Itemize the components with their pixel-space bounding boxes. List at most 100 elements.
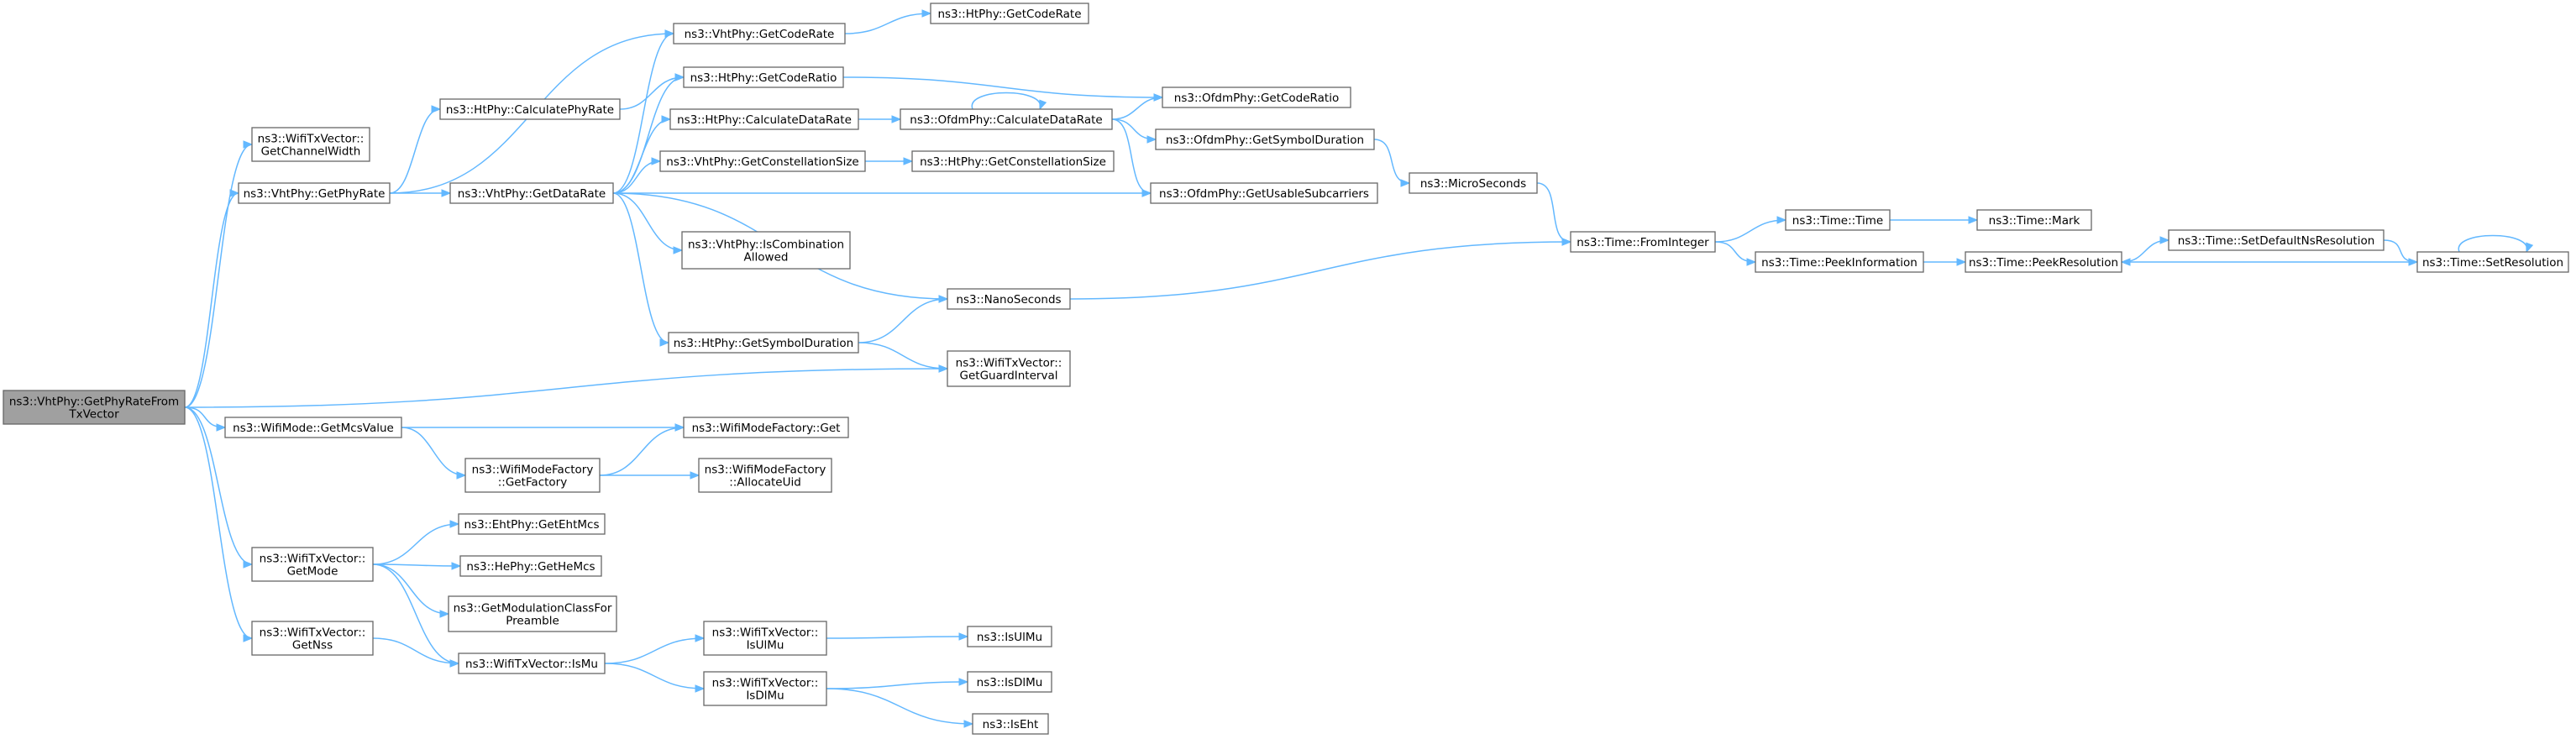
node-time-mark[interactable]: ns3::Time::Mark bbox=[1976, 209, 2092, 231]
node-time-set-default-ns-resolution[interactable]: ns3::Time::SetDefaultNsResolution bbox=[2168, 229, 2385, 251]
edge-arrowhead bbox=[695, 684, 706, 693]
edge-vht-get-data-rate-to-vht-get-code-rate bbox=[612, 29, 675, 194]
node-wifi-mode-factory-get-factory[interactable]: ns3::WifiModeFactory::GetFactory bbox=[464, 458, 601, 493]
edge-is-ul-mu-vec-to-is-ul-mu bbox=[826, 632, 969, 641]
edge-wifi-mode-factory-get-factory-to-wifi-mode-factory-get bbox=[599, 423, 685, 476]
edge-arrowhead bbox=[664, 29, 675, 38]
node-ofdm-get-symbol-duration[interactable]: ns3::OfdmPhy::GetSymbolDuration bbox=[1155, 128, 1375, 150]
node-ofdm-get-usable-subcarriers[interactable]: ns3::OfdmPhy::GetUsableSubcarriers bbox=[1150, 182, 1378, 204]
node-time-from-integer[interactable]: ns3::Time::FromInteger bbox=[1570, 231, 1716, 253]
edge-wifi-mode-factory-get-factory-to-wifi-mode-factory-allocate-uid bbox=[599, 471, 700, 480]
node-label: ns3::WifiTxVector:: bbox=[260, 553, 366, 566]
edge-is-dl-mu-vec-to-is-eht bbox=[826, 688, 974, 728]
node-label: ns3::Time::FromInteger bbox=[1577, 236, 1709, 249]
node-get-channel-width[interactable]: ns3::WifiTxVector::GetChannelWidth bbox=[251, 127, 370, 162]
edge-line bbox=[858, 298, 948, 343]
node-time-time[interactable]: ns3::Time::Time bbox=[1785, 209, 1891, 231]
node-box bbox=[439, 98, 621, 120]
node-label: ns3::Time::PeekResolution bbox=[1969, 256, 2118, 270]
node-get-mcs-value[interactable]: ns3::WifiMode::GetMcsValue bbox=[224, 417, 402, 438]
node-time-peek-information[interactable]: ns3::Time::PeekInformation bbox=[1755, 251, 1924, 273]
node-label: ns3::GetModulationClassFor bbox=[454, 602, 612, 616]
node-wifi-mode-factory-allocate-uid[interactable]: ns3::WifiModeFactory::AllocateUid bbox=[698, 458, 832, 493]
node-he-get-he-mcs[interactable]: ns3::HePhy::GetHeMcs bbox=[459, 555, 602, 577]
node-box bbox=[659, 150, 866, 172]
node-is-dl-mu-vec[interactable]: ns3::WifiTxVector::IsDlMu bbox=[703, 671, 827, 706]
edge-get-mode-to-eht-get-eht-mcs bbox=[372, 520, 460, 565]
node-ht-get-symbol-duration[interactable]: ns3::HtPhy::GetSymbolDuration bbox=[668, 332, 859, 354]
node-label: ns3::VhtPhy::GetConstellationSize bbox=[666, 155, 858, 169]
edge-line bbox=[612, 76, 685, 194]
node-ht-get-constellation-size[interactable]: ns3::HtPhy::GetConstellationSize bbox=[911, 150, 1115, 172]
edge-arrowhead bbox=[659, 338, 670, 347]
edge-root-to-get-phy-rate bbox=[184, 189, 240, 408]
edge-ht-calc-data-rate-to-ofdm-calc-data-rate bbox=[858, 115, 902, 123]
node-label: ns3::HePhy::GetHeMcs bbox=[466, 560, 595, 574]
node-label: ns3::WifiTxVector:: bbox=[258, 133, 365, 146]
edge-arrowhead bbox=[651, 157, 662, 165]
node-eht-get-eht-mcs[interactable]: ns3::EhtPhy::GetEhtMcs bbox=[458, 513, 606, 535]
node-is-ul-mu[interactable]: ns3::IsUlMu bbox=[967, 626, 1052, 647]
node-ofdm-calc-data-rate[interactable]: ns3::OfdmPhy::CalculateDataRate bbox=[900, 108, 1113, 130]
edge-line bbox=[612, 160, 661, 194]
node-label: Allowed bbox=[744, 251, 789, 265]
node-label: ns3::WifiModeFactory bbox=[472, 464, 594, 477]
node-ht-get-code-ratio[interactable]: ns3::HtPhy::GetCodeRatio bbox=[683, 66, 844, 88]
node-label: ns3::HtPhy::CalculateDataRate bbox=[677, 113, 852, 127]
node-label: ns3::HtPhy::CalculatePhyRate bbox=[446, 103, 614, 117]
edge-vht-get-data-rate-to-ht-get-symbol-duration bbox=[612, 192, 670, 347]
node-ht-calc-phy-rate[interactable]: ns3::HtPhy::CalculatePhyRate bbox=[439, 98, 621, 120]
node-box bbox=[448, 595, 617, 632]
node-ht-calc-data-rate[interactable]: ns3::HtPhy::CalculateDataRate bbox=[669, 108, 859, 130]
node-get-mode[interactable]: ns3::WifiTxVector::GetMode bbox=[251, 547, 374, 582]
node-ht-get-code-rate[interactable]: ns3::HtPhy::GetCodeRate bbox=[930, 3, 1089, 24]
node-box bbox=[683, 417, 849, 438]
edge-time-set-resolution-to-time-peek-resolution bbox=[2120, 258, 2417, 266]
node-wifi-mode-factory-get[interactable]: ns3::WifiModeFactory::Get bbox=[683, 417, 849, 438]
node-label: ns3::Time::SetDefaultNsResolution bbox=[2178, 234, 2375, 248]
node-box bbox=[947, 350, 1071, 387]
edge-arrowhead bbox=[921, 9, 932, 18]
node-label: ns3::HtPhy::GetConstellationSize bbox=[920, 155, 1106, 169]
node-get-nss[interactable]: ns3::WifiTxVector::GetNss bbox=[251, 621, 374, 656]
node-get-phy-rate[interactable]: ns3::VhtPhy::GetPhyRate bbox=[238, 182, 391, 204]
node-ofdm-get-code-ratio[interactable]: ns3::OfdmPhy::GetCodeRatio bbox=[1162, 86, 1351, 108]
edge-line bbox=[599, 427, 685, 476]
edge-line bbox=[184, 192, 239, 408]
edge-line bbox=[2121, 239, 2169, 263]
node-box bbox=[459, 555, 602, 577]
node-label: ns3::WifiTxVector:: bbox=[956, 357, 1062, 370]
node-is-dl-mu[interactable]: ns3::IsDlMu bbox=[967, 671, 1052, 693]
node-label: ns3::HtPhy::GetCodeRate bbox=[937, 8, 1081, 21]
edge-line bbox=[401, 427, 466, 476]
node-label: ns3::MicroSeconds bbox=[1420, 177, 1526, 191]
edge-arrowhead bbox=[958, 632, 969, 641]
node-vht-get-constellation-size[interactable]: ns3::VhtPhy::GetConstellationSize bbox=[659, 150, 866, 172]
node-box bbox=[224, 417, 402, 438]
node-box bbox=[698, 458, 832, 493]
edge-get-phy-rate-to-vht-get-data-rate bbox=[389, 189, 452, 197]
node-box bbox=[668, 332, 859, 354]
node-micro-seconds[interactable]: ns3::MicroSeconds bbox=[1409, 172, 1538, 194]
node-is-ul-mu-vec[interactable]: ns3::WifiTxVector::IsUlMu bbox=[703, 621, 827, 656]
edge-line bbox=[826, 681, 968, 689]
node-is-mu[interactable]: ns3::WifiTxVector::IsMu bbox=[458, 653, 606, 674]
node-nano-seconds[interactable]: ns3::NanoSeconds bbox=[947, 288, 1071, 310]
node-vht-get-code-rate[interactable]: ns3::VhtPhy::GetCodeRate bbox=[673, 23, 846, 45]
node-vht-get-data-rate[interactable]: ns3::VhtPhy::GetDataRate bbox=[449, 182, 614, 204]
node-time-peek-resolution[interactable]: ns3::Time::PeekResolution bbox=[1965, 251, 2122, 273]
node-get-guard-interval[interactable]: ns3::WifiTxVector::GetGuardInterval bbox=[947, 350, 1071, 387]
node-is-eht[interactable]: ns3::IsEht bbox=[972, 713, 1049, 735]
node-label: ns3::VhtPhy::GetDataRate bbox=[458, 187, 606, 201]
edge-arrowhead bbox=[938, 364, 949, 373]
node-box bbox=[1976, 209, 2092, 231]
edge-arrowhead bbox=[439, 610, 450, 618]
edge-line bbox=[612, 192, 669, 343]
node-time-set-resolution[interactable]: ns3::Time::SetResolution bbox=[2416, 251, 2569, 273]
edge-arrowhead bbox=[1141, 189, 1152, 197]
node-box bbox=[238, 182, 391, 204]
node-box bbox=[458, 513, 606, 535]
